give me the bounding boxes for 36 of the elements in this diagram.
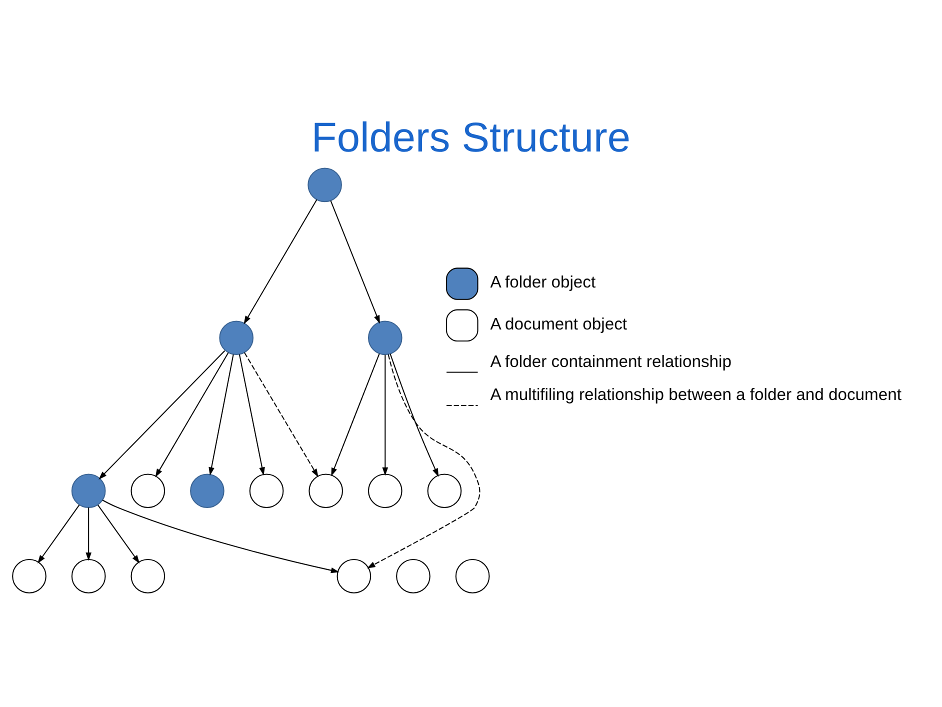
arrow (382, 354, 388, 476)
node-circle (396, 559, 430, 594)
diagram-title: Folders Structure (311, 114, 631, 161)
arrow (102, 500, 340, 574)
arrow (331, 353, 380, 476)
node-circle (190, 474, 224, 508)
legend-label: A multifiling relationship between a folder and document (490, 385, 902, 404)
node-circle (71, 474, 106, 508)
node-circle (130, 474, 166, 508)
node-circle (12, 559, 46, 594)
arrow (244, 199, 318, 324)
arrow (155, 352, 229, 478)
arrow (390, 354, 439, 477)
node-circle (308, 474, 343, 508)
arrow (38, 504, 80, 564)
arrow (86, 508, 92, 561)
node-circle (368, 474, 402, 508)
node-circle (368, 320, 402, 356)
arrow (97, 504, 140, 564)
node-circle (336, 559, 372, 594)
node-circle (427, 474, 462, 508)
legend-label: A folder object (490, 272, 596, 292)
node-circle (249, 474, 284, 508)
arrow (98, 350, 226, 480)
node-circle (71, 559, 106, 594)
node-circle (219, 320, 254, 356)
legend-label: A document object (490, 314, 628, 334)
node-circle (455, 559, 490, 594)
arrow (330, 200, 380, 324)
legend-label: A folder containment relationship (490, 352, 732, 371)
node-circle (130, 559, 166, 594)
node-circle (308, 168, 342, 202)
arrow (208, 354, 234, 476)
arrow (244, 352, 318, 478)
arrow (366, 354, 480, 568)
arrow (238, 354, 265, 476)
